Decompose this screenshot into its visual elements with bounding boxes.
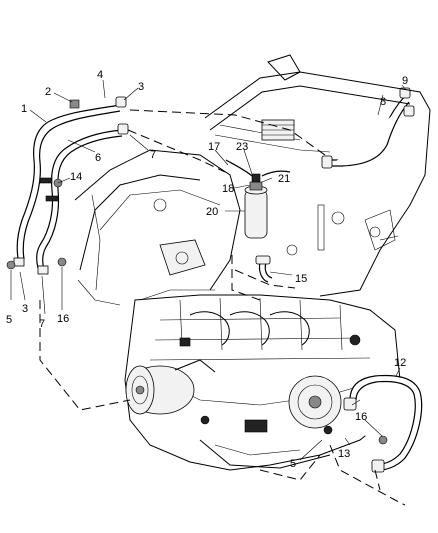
callout-21: 21 [278, 173, 290, 185]
callout-3-top: 3 [138, 81, 144, 93]
callout-16-right: 16 [355, 411, 367, 423]
callout-15: 15 [295, 273, 307, 285]
callout-9: 9 [402, 75, 408, 87]
callout-17: 17 [208, 141, 220, 153]
callout-12: 12 [394, 357, 406, 369]
callout-20: 20 [206, 206, 218, 218]
engine-assembly [124, 294, 401, 471]
callout-3-bottom: 3 [22, 303, 28, 315]
inner-fender-structure [204, 54, 431, 297]
left-fender-structure [74, 149, 241, 306]
callout-4: 4 [97, 69, 103, 81]
callout-1: 1 [21, 103, 27, 115]
left-hose-assembly [6, 96, 129, 275]
callout-14: 14 [70, 171, 82, 183]
callout-6: 6 [95, 152, 101, 164]
callout-7-bottom: 7 [39, 318, 45, 330]
callout-7-top: 7 [150, 149, 156, 161]
condenser-line-assembly [321, 87, 415, 169]
callout-5-left: 5 [6, 314, 12, 326]
suction-hose [255, 255, 273, 283]
connection-lines [39, 109, 406, 506]
callout-5-right: 5 [290, 458, 296, 470]
callout-16-left: 16 [57, 313, 69, 325]
callout-2: 2 [45, 86, 51, 98]
receiver-drier [225, 159, 291, 239]
callout-18: 18 [222, 183, 234, 195]
callout-8: 8 [380, 96, 386, 108]
callout-labels: 1 2 4 3 6 7 14 5 3 7 16 9 8 17 23 18 21 … [6, 69, 408, 470]
callout-23: 23 [236, 141, 248, 153]
leader-lines [10, 79, 407, 461]
lower-right-hose [343, 374, 423, 473]
callout-13: 13 [338, 448, 350, 460]
